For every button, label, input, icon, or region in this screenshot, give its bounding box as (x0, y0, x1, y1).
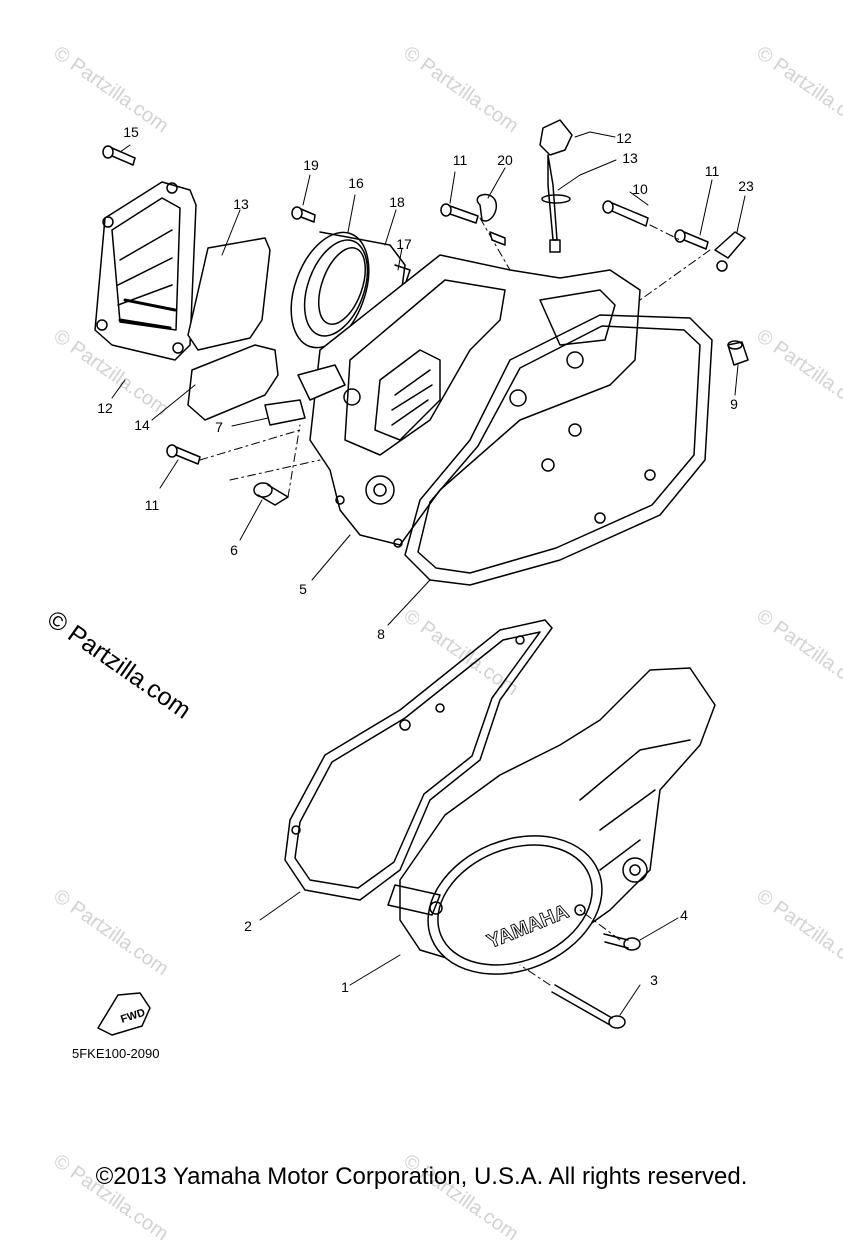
callout-9: 9 (730, 396, 738, 412)
part-23-bracket-drawing (714, 231, 746, 272)
part-16-gasket-drawing (187, 344, 279, 421)
part-18-housing-drawing (290, 231, 411, 351)
part-9-dowel-drawing (727, 340, 749, 366)
diagram-code: 5FKE100-2090 (72, 1046, 160, 1061)
callout-1: 1 (341, 979, 349, 995)
part-8-gasket-drawing (404, 314, 713, 586)
callout-15: 13 (233, 196, 249, 212)
part-21-bolt-drawing (291, 206, 316, 223)
callout-22: 20 (497, 152, 513, 168)
callout-21: 19 (303, 157, 319, 173)
callout-6: 6 (230, 542, 238, 558)
callout-16: 14 (134, 417, 150, 433)
callout-18: 16 (348, 175, 364, 191)
part-12-dipstick-drawing (539, 119, 573, 253)
part-2-gasket-drawing (284, 619, 553, 901)
assembly-lines (199, 217, 711, 986)
part-14-cover-drawing (94, 181, 197, 361)
copyright-notice: ©2013 Yamaha Motor Corporation, U.S.A. A… (95, 1163, 748, 1190)
part-11-bolt-drawing (166, 203, 709, 465)
callout-12: 12 (616, 130, 632, 146)
part-17-bolt-drawing (102, 145, 136, 166)
callout-10: 10 (632, 181, 648, 197)
callout-11-right: 11 (704, 163, 720, 179)
callout-17: 15 (123, 124, 139, 140)
part-7-seal-drawing (264, 399, 306, 426)
leader-lines (111, 131, 746, 1016)
part-3-screw-drawing (551, 984, 626, 1029)
callout-11-left: 11 (144, 497, 160, 513)
part-6-plug-drawing (253, 482, 289, 506)
part-15-gasket-drawing (187, 237, 271, 351)
callout-11-top: 11 (452, 152, 468, 168)
callout-4: 4 (680, 907, 688, 923)
callout-23: 23 (738, 178, 754, 194)
part-4-screw-drawing (603, 933, 641, 951)
callout-13: 13 (622, 150, 638, 166)
parts-diagram: YAMAHA FWD (94, 119, 749, 1036)
callout-8: 8 (377, 626, 385, 642)
callout-14: 12 (97, 400, 113, 416)
callout-2: 2 (244, 918, 252, 934)
callout-20: 18 (389, 194, 405, 210)
fwd-arrow-icon: FWD (97, 992, 151, 1036)
callout-5: 5 (299, 581, 307, 597)
part-1-magneto-cover-drawing: YAMAHA (387, 667, 716, 975)
callout-7: 7 (215, 419, 223, 435)
part-10-bolt-drawing (602, 200, 649, 227)
callout-3: 3 (650, 972, 658, 988)
callout-19: 17 (396, 236, 412, 252)
